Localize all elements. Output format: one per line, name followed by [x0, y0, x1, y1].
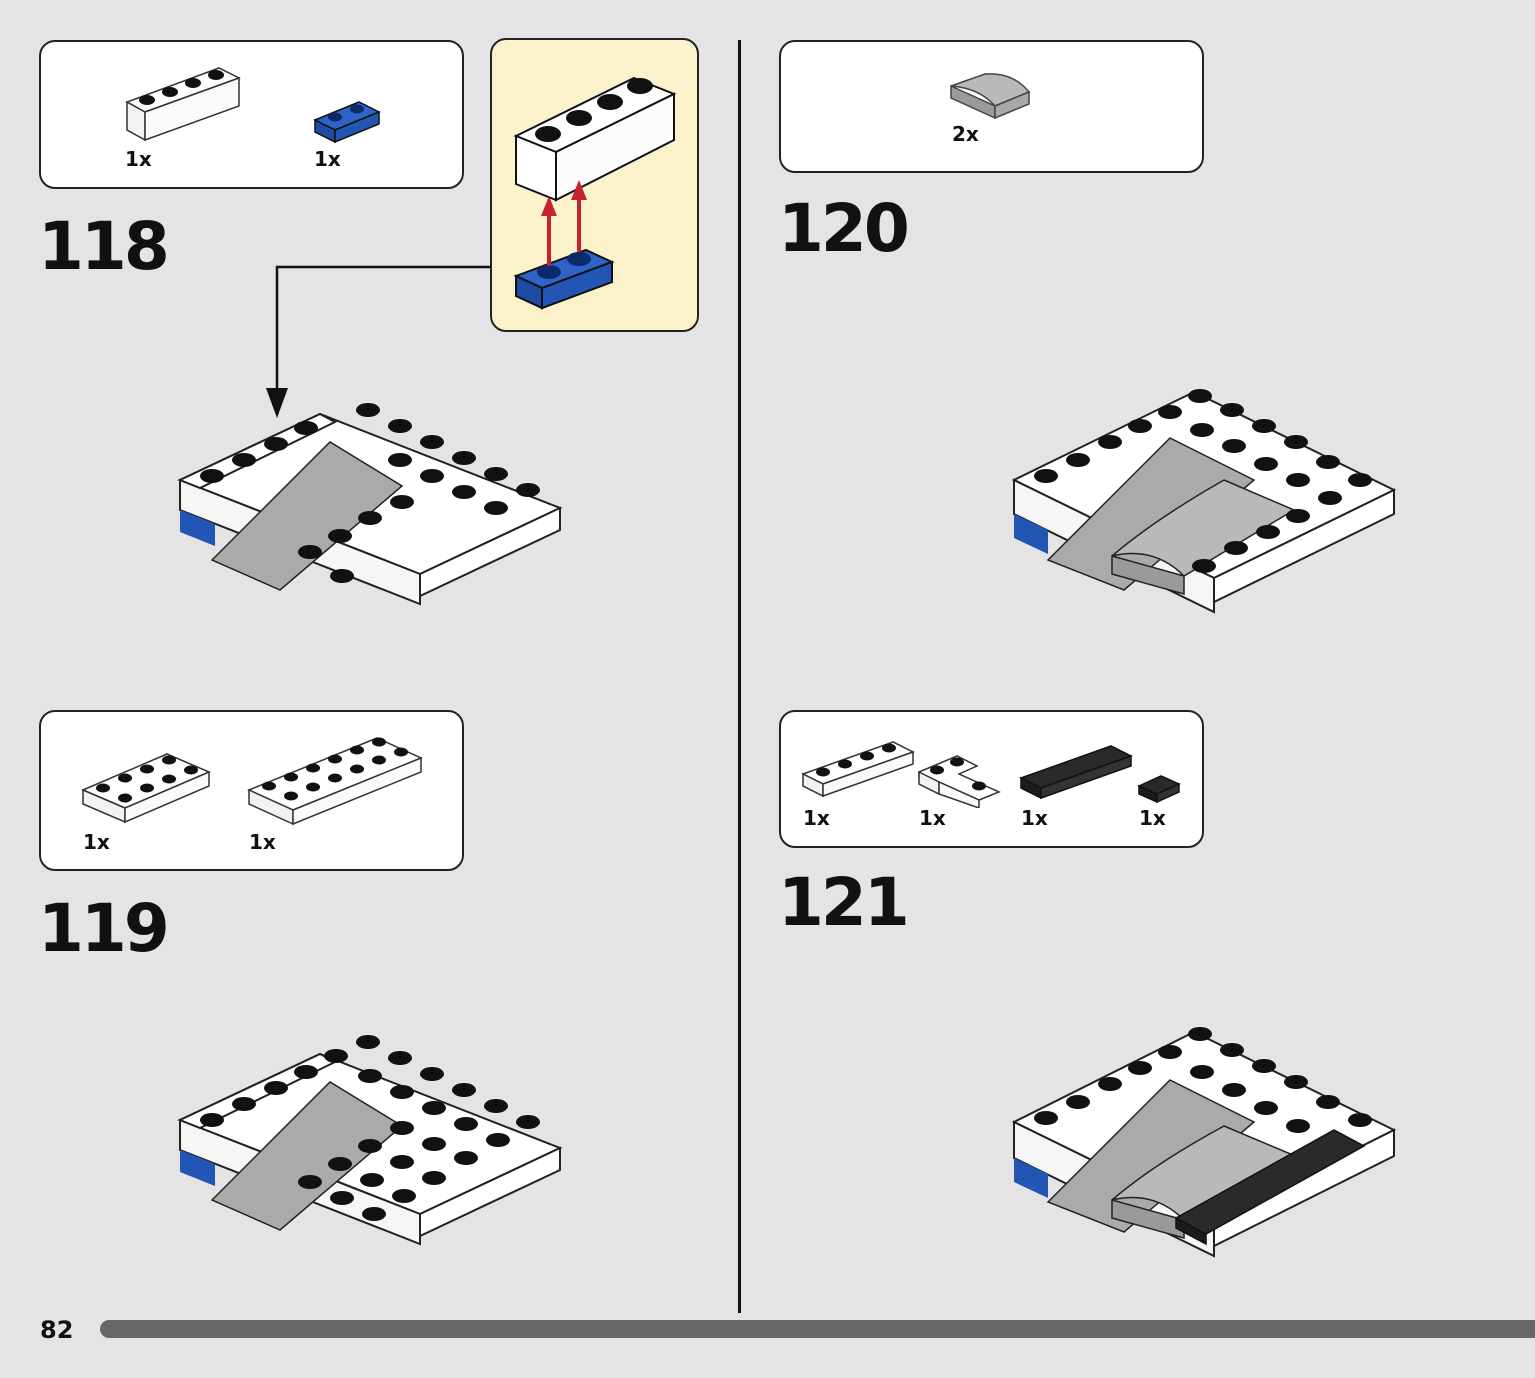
model-step-119 [177, 1035, 563, 1246]
part-qty: 1x [803, 806, 830, 830]
step-number-120: 120 [778, 190, 910, 267]
black-tile-1x1-part [1137, 775, 1181, 804]
white-brick-part [125, 67, 241, 142]
page-number: 82 [40, 1316, 74, 1344]
sub-assembly-callout [490, 38, 699, 332]
white-plate-2x6-part [247, 737, 423, 826]
sub-assembly-illustration [513, 76, 677, 310]
grey-curved-slope-part [950, 73, 1031, 120]
white-plate-1x4-part [801, 741, 915, 798]
step-number-121: 121 [778, 864, 910, 941]
model-step-118 [177, 403, 563, 606]
part-qty: 1x [314, 147, 341, 171]
part-qty: 1x [919, 806, 946, 830]
part-qty: 1x [1021, 806, 1048, 830]
blue-plate-part [313, 101, 381, 144]
parts-box-120: 2x [779, 40, 1204, 173]
white-corner-plate-part [918, 755, 1001, 808]
parts-box-118: 1x 1x [39, 40, 464, 189]
part-qty: 1x [1139, 806, 1166, 830]
part-qty: 2x [952, 122, 979, 146]
model-step-121 [1011, 1027, 1397, 1258]
step-number-119: 119 [38, 890, 170, 967]
column-divider [738, 40, 741, 1313]
parts-box-119: 1x 1x [39, 710, 464, 871]
white-plate-2x4-part [81, 753, 211, 824]
progress-bar [100, 1320, 1535, 1338]
part-qty: 1x [83, 830, 110, 854]
part-qty: 1x [249, 830, 276, 854]
step-number-118: 118 [38, 208, 170, 285]
model-step-120 [1011, 389, 1397, 614]
black-tile-1x4-part [1019, 745, 1133, 800]
parts-box-121: 1x 1x 1x 1x [779, 710, 1204, 848]
part-qty: 1x [125, 147, 152, 171]
